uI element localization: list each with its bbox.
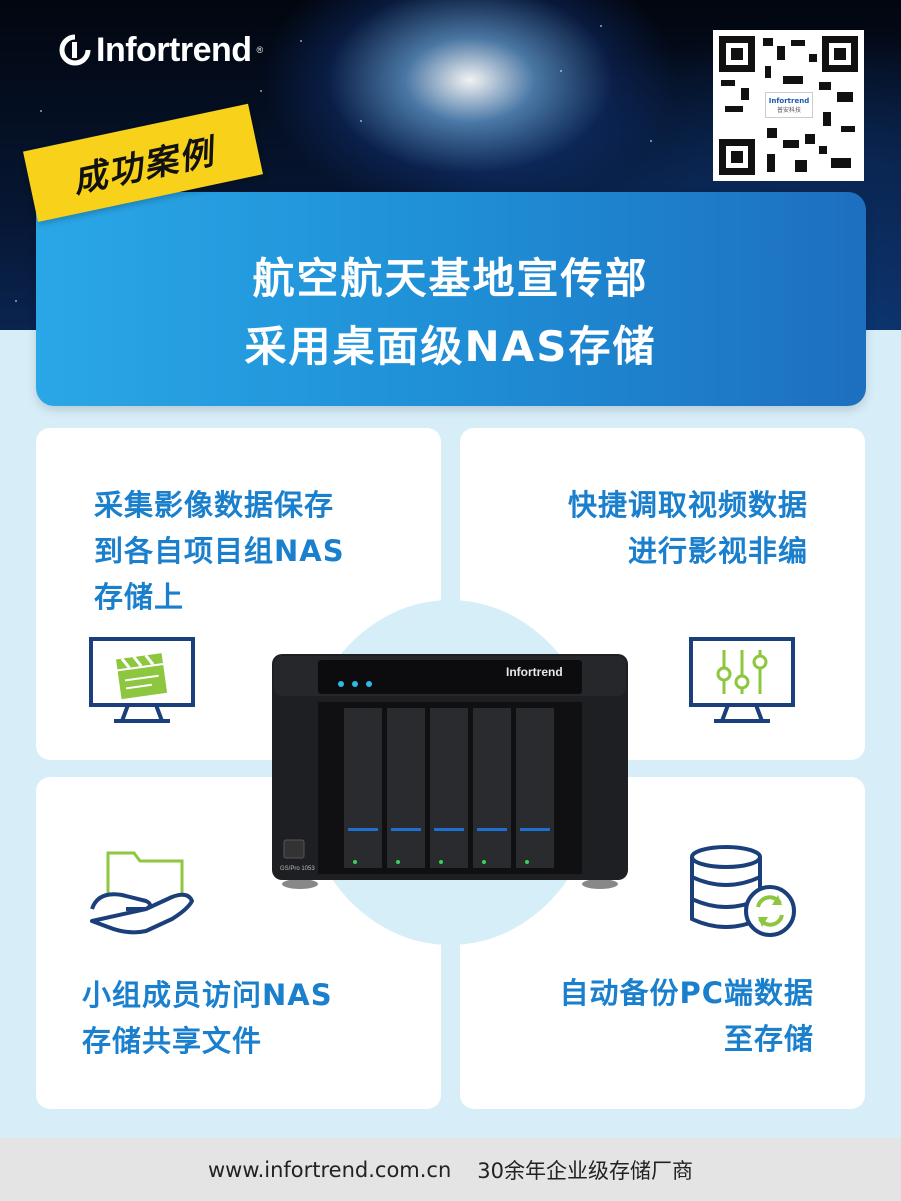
card-backup-line-2: 至存储 xyxy=(723,1022,814,1056)
website-link[interactable]: www.infortrend.com.cn xyxy=(207,1157,452,1182)
card-backup-line-1: 自动备份PC端数据 xyxy=(559,976,814,1010)
card-editing-line-1: 快捷调取视频数据 xyxy=(567,488,808,522)
qr-center-brand: Infortrend xyxy=(768,96,810,105)
card-capture-line-1: 采集影像数据保存 xyxy=(94,488,335,522)
card-editing-line-2: 进行影视非编 xyxy=(627,534,808,568)
qr-finder-bottom-left xyxy=(719,139,755,175)
card-sharing-text: 小组成员访问NAS 存储共享文件 xyxy=(82,972,333,1064)
monitor-clapperboard-icon xyxy=(89,637,195,723)
infortrend-logo: Infortrend ® xyxy=(58,30,263,70)
card-capture-text: 采集影像数据保存 到各自项目组NAS 存储上 xyxy=(94,482,345,620)
monitor-sliders-icon xyxy=(689,637,795,723)
card-sharing-line-2: 存储共享文件 xyxy=(82,1024,263,1058)
card-editing-text: 快捷调取视频数据 进行影视非编 xyxy=(568,482,808,574)
footer: www.infortrend.com.cn 30余年企业级存储厂商 xyxy=(0,1138,901,1201)
registered-mark: ® xyxy=(256,45,264,55)
card-sharing-line-1: 小组成员访问NAS xyxy=(82,978,333,1012)
qr-center-logo: Infortrend 普安科技 xyxy=(765,92,813,118)
qr-finder-top-left xyxy=(719,36,755,72)
logo-text: Infortrend xyxy=(96,30,252,69)
hand-folder-icon xyxy=(90,851,194,935)
database-sync-icon xyxy=(690,845,796,937)
card-capture-line-3: 存储上 xyxy=(94,580,185,614)
qr-center-cn: 普安科技 xyxy=(776,106,801,114)
power-button[interactable] xyxy=(283,839,305,859)
title-line-1: 航空航天基地宣传部 xyxy=(252,254,649,303)
infortrend-logo-icon xyxy=(59,34,91,66)
nas-device-image: Infortrend GS/Pro 1053 xyxy=(272,654,628,889)
card-capture-line-2: 到各自项目组NAS xyxy=(94,534,345,568)
title-banner xyxy=(36,192,866,406)
title-line-2: 采用桌面级NAS存储 xyxy=(244,322,657,371)
footer-slogan: 30余年企业级存储厂商 xyxy=(477,1158,694,1183)
qr-code[interactable]: Infortrend 普安科技 xyxy=(713,30,864,181)
qr-finder-top-right xyxy=(822,36,858,72)
card-backup-text: 自动备份PC端数据 至存储 xyxy=(559,970,814,1062)
drive-bays xyxy=(344,708,554,868)
nas-brand-label: Infortrend xyxy=(506,665,563,679)
nas-model-label: GS/Pro 1053 xyxy=(280,866,315,872)
